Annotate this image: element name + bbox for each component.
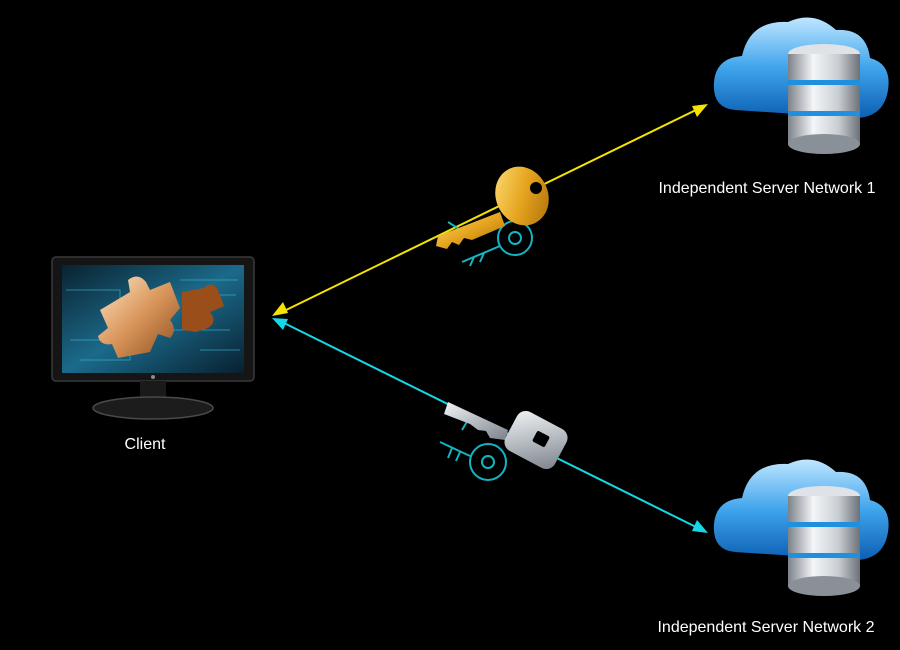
client-monitor-icon [51, 256, 255, 420]
arrowhead-server2 [692, 520, 708, 533]
gold-key-icon [436, 166, 549, 267]
silver-key-icon [439, 402, 568, 481]
arrowhead-server1 [692, 104, 708, 117]
client-label: Client [125, 436, 166, 453]
server2-label: Independent Server Network 2 [657, 619, 874, 636]
arrowhead-client-bottom [272, 318, 288, 330]
connection-server1-client [272, 104, 708, 316]
arrowhead-client-top [272, 302, 288, 316]
server1-label: Independent Server Network 1 [658, 180, 875, 197]
server2-cloud-database-icon [713, 459, 889, 596]
server1-cloud-database-icon [713, 17, 889, 154]
